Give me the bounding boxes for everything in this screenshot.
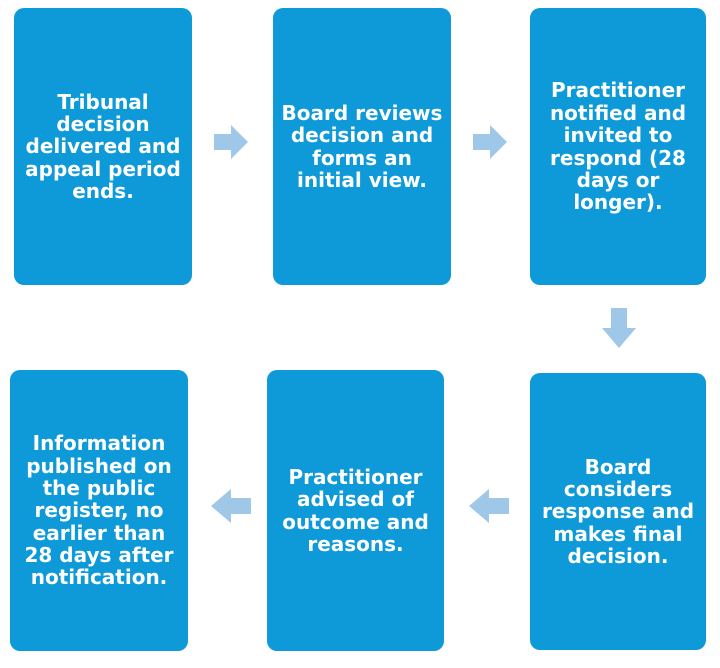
step-1-box: Tribunal decision delivered and appeal p… — [14, 8, 192, 285]
left-arrow-icon — [211, 489, 251, 523]
right-arrow-icon — [214, 125, 248, 159]
step-3-box: Practitioner notified and invited to res… — [530, 8, 706, 285]
step-2-label: Board reviews decision and forms an init… — [281, 100, 443, 192]
step-4-label: Board considers response and makes final… — [541, 454, 695, 569]
step-3-label: Practitioner notified and invited to res… — [549, 78, 687, 215]
step-1-label: Tribunal decision delivered and appeal p… — [25, 89, 181, 204]
step-5-box: Practitioner advised of outcome and reas… — [267, 370, 444, 651]
step-6-label: Information published on the public regi… — [24, 431, 174, 590]
down-arrow-icon — [602, 308, 636, 348]
step-5-label: Practitioner advised of outcome and reas… — [282, 464, 429, 556]
step-4-box: Board considers response and makes final… — [530, 373, 706, 650]
step-2-box: Board reviews decision and forms an init… — [273, 8, 451, 285]
left-arrow-icon — [469, 489, 509, 523]
step-6-box: Information published on the public regi… — [10, 370, 188, 651]
right-arrow-icon — [473, 125, 507, 159]
